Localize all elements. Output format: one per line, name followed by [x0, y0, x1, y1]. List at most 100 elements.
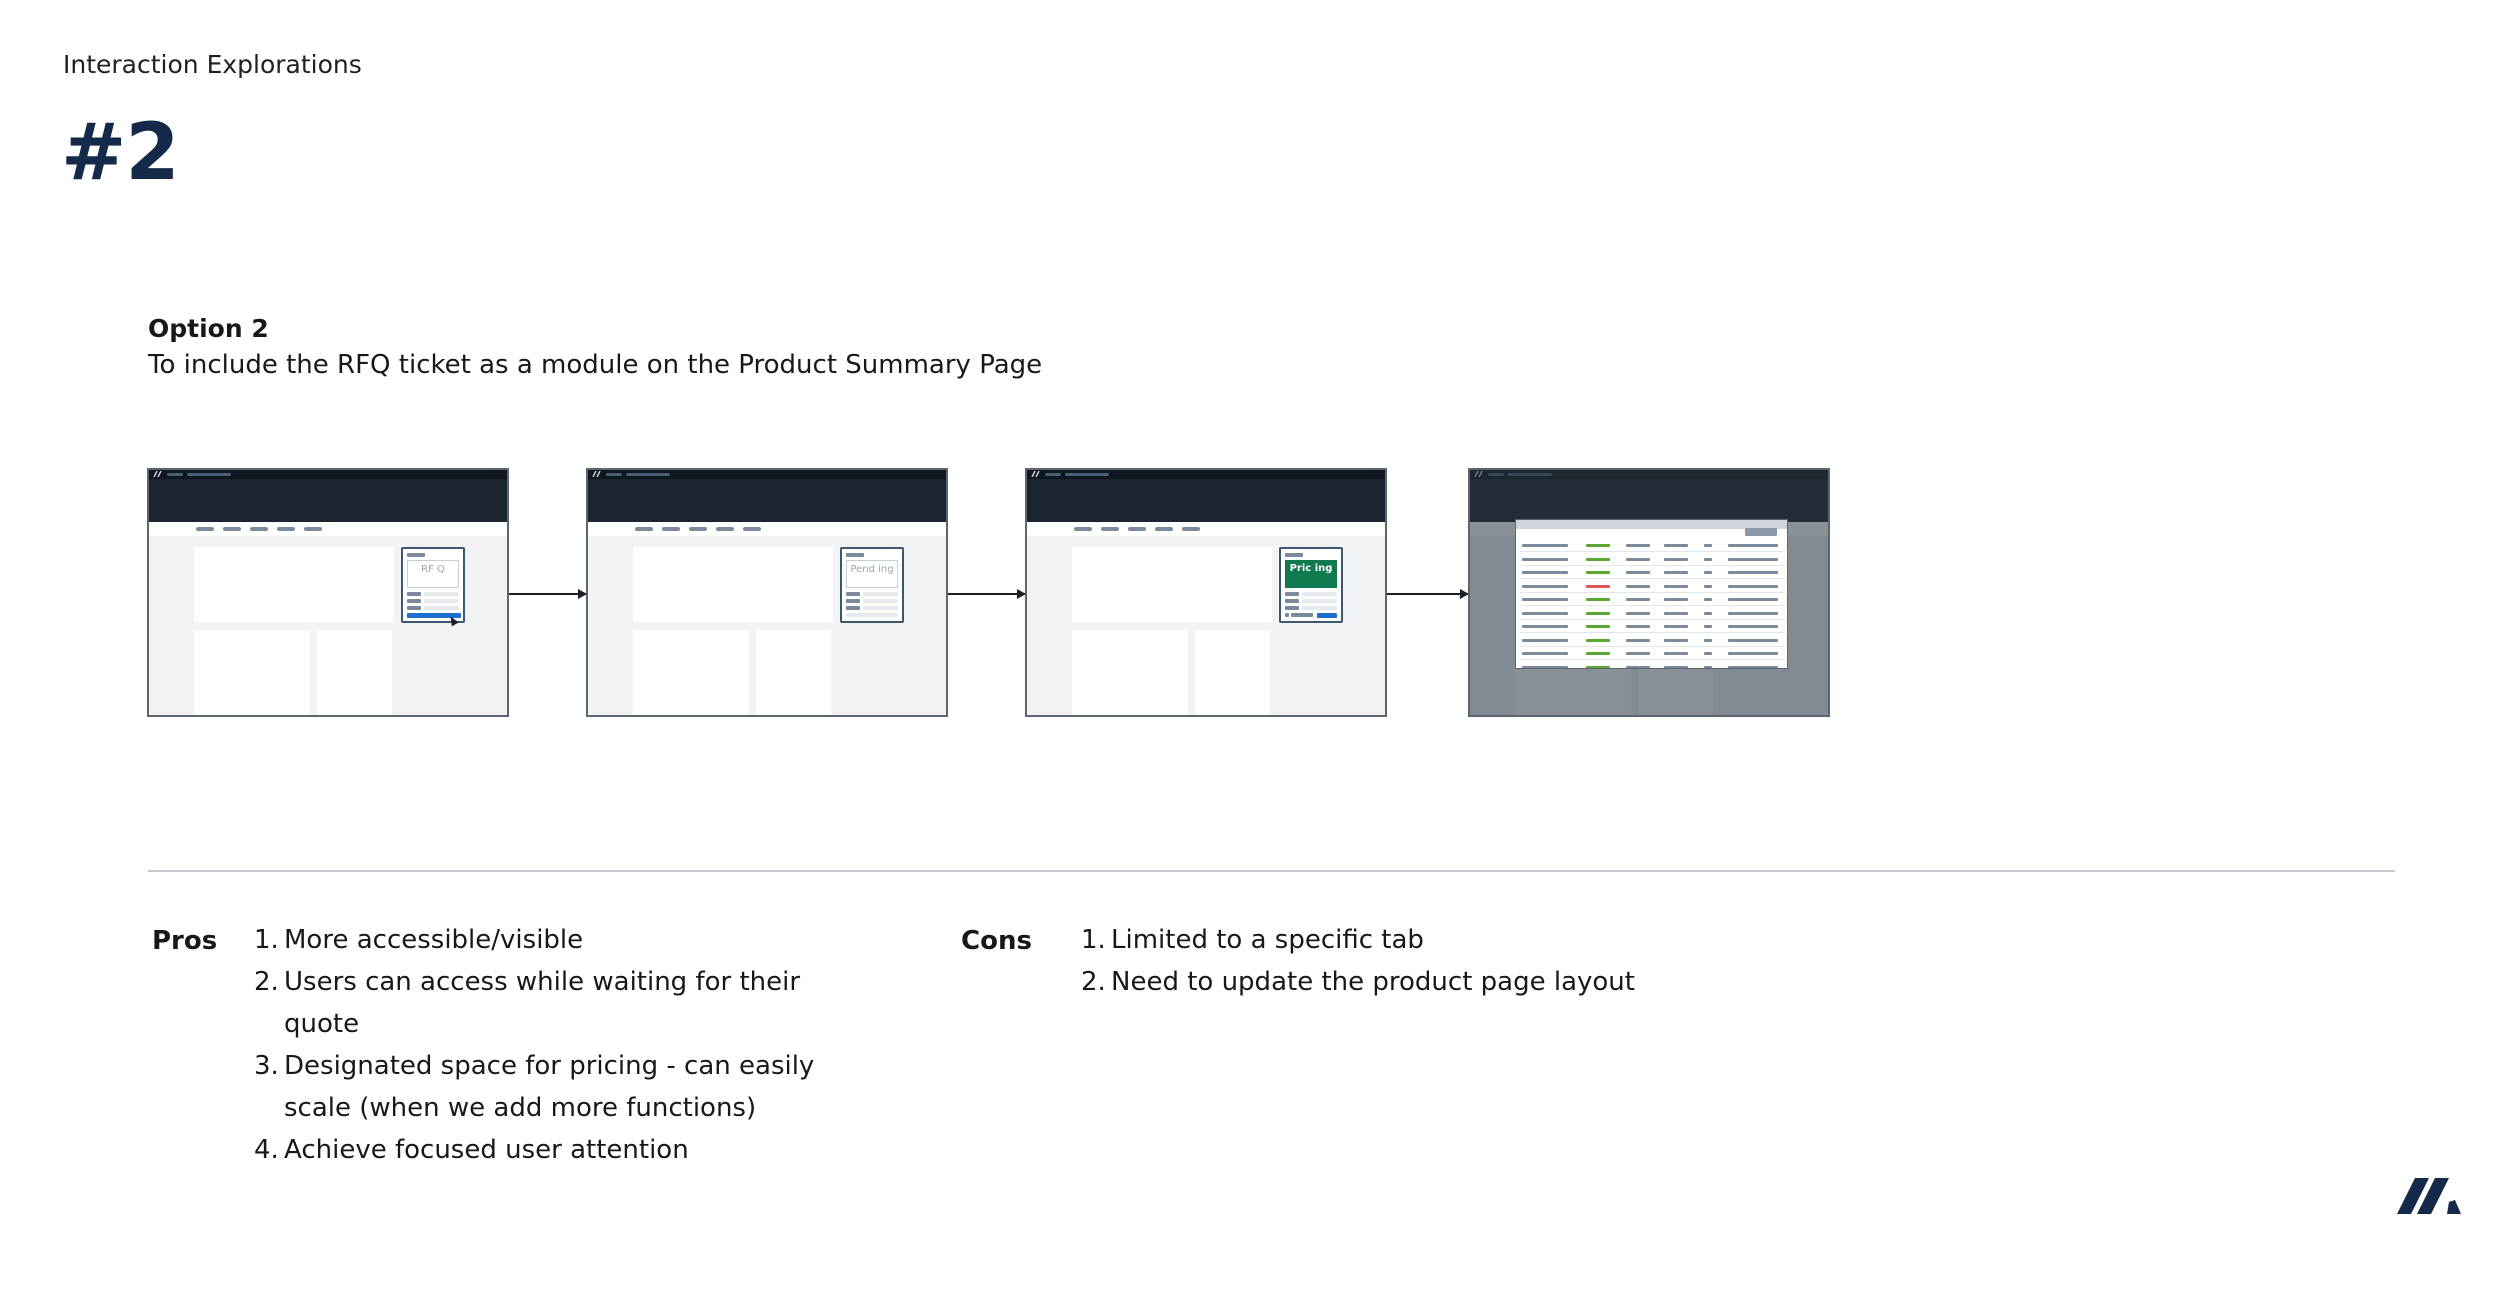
row-separator [1520, 645, 1785, 647]
arrow-head [1017, 589, 1026, 599]
list-item: 2.Need to update the product page layout [1081, 961, 1781, 1003]
table-cell [1704, 611, 1712, 615]
table-cell [1522, 544, 1568, 547]
table-cell [1626, 625, 1650, 628]
table-cell [1664, 571, 1688, 574]
cons-list: 1.Limited to a specific tab 2.Need to up… [1081, 919, 1781, 1003]
table-cell [1728, 665, 1778, 668]
table-cell [1704, 571, 1712, 574]
mock-header [588, 479, 946, 522]
table-cell [1704, 625, 1712, 628]
option-title: Option 2 [148, 314, 269, 343]
list-text: Limited to a specific tab [1111, 925, 1424, 955]
pending-module[interactable]: Pend ing [840, 547, 904, 623]
table-cell [1728, 625, 1778, 628]
table-cell [1664, 652, 1688, 655]
modal-action-button[interactable] [1745, 528, 1777, 536]
arrow-head [578, 589, 587, 599]
mock-nav [149, 522, 507, 536]
mock-header [1027, 479, 1385, 522]
mock-summary-card [194, 547, 394, 622]
accept-pricing-button[interactable] [1317, 613, 1337, 618]
list-text: Users can access while waiting for their… [284, 967, 801, 1039]
mock-topbar [149, 470, 507, 479]
table-cell [1522, 611, 1568, 615]
cons-heading: Cons [961, 926, 1032, 956]
table-cell [1586, 611, 1610, 615]
table-cell [1626, 638, 1650, 642]
arrow-right-icon [1387, 593, 1468, 595]
table-cell [1522, 557, 1568, 561]
table-cell [1522, 625, 1568, 628]
table-cell [1626, 598, 1650, 601]
table-cell [1728, 544, 1778, 547]
list-item: 3.Designated space for pricing - can eas… [254, 1045, 874, 1129]
list-number: 4. [254, 1135, 279, 1165]
pricing-module-text: Pric ing [1285, 560, 1337, 588]
list-item: 1.More accessible/visible [254, 919, 874, 961]
brand-slashes-icon [2397, 1178, 2461, 1214]
list-number: 1. [254, 925, 279, 955]
table-cell [1586, 625, 1610, 628]
mock-topbar [1027, 470, 1385, 479]
table-cell [1664, 625, 1688, 628]
table-cell [1664, 611, 1688, 615]
list-number: 3. [254, 1051, 279, 1081]
pricing-module[interactable]: Pric ing [1279, 547, 1343, 623]
table-cell [1664, 598, 1688, 601]
table-cell [1522, 665, 1568, 668]
list-number: 2. [1081, 967, 1106, 997]
mock-content-card [1195, 630, 1270, 715]
table-cell [1704, 584, 1712, 588]
table-cell [1586, 584, 1610, 588]
table-cell [1704, 652, 1712, 655]
mock-nav [588, 522, 946, 536]
arrow-right-icon [948, 593, 1025, 595]
table-cell [1586, 557, 1610, 561]
pending-module-text: Pend ing [846, 560, 898, 588]
submit-rfq-button[interactable] [407, 613, 461, 618]
mini-logo-icon [153, 471, 162, 477]
rfq-module[interactable]: RF Q [401, 547, 465, 623]
mini-logo-icon [1031, 471, 1040, 477]
mock-content-card [194, 630, 310, 715]
mock-summary-card [1072, 547, 1272, 622]
table-cell [1586, 598, 1610, 601]
row-separator [1520, 564, 1785, 566]
table-cell [1626, 665, 1650, 668]
table-cell [1626, 571, 1650, 574]
table-cell [1704, 557, 1712, 561]
list-number: 2. [254, 967, 279, 997]
flow-step-1-mockup: RF Q [147, 468, 509, 717]
table-cell [1626, 611, 1650, 615]
rfq-module-text: RF Q [407, 560, 459, 588]
table-cell [1664, 665, 1688, 668]
table-cell [1626, 584, 1650, 588]
list-text: Designated space for pricing - can easil… [284, 1051, 815, 1123]
table-cell [1626, 557, 1650, 561]
row-separator [1520, 632, 1785, 633]
table-cell [1704, 665, 1712, 668]
mock-nav [1027, 522, 1385, 536]
mock-content-card [633, 630, 749, 715]
table-cell [1664, 638, 1688, 642]
table-cell [1728, 638, 1778, 642]
mock-content-card [1072, 630, 1188, 715]
mock-topbar [588, 470, 946, 479]
table-cell [1626, 544, 1650, 547]
table-cell [1522, 571, 1568, 574]
table-cell [1664, 584, 1688, 588]
arrow-head [1460, 589, 1469, 599]
divider [148, 870, 2395, 872]
mock-summary-card [633, 547, 833, 622]
mock-content-card [756, 630, 831, 715]
table-cell [1728, 611, 1778, 615]
pros-heading: Pros [152, 926, 218, 956]
modal-header [1516, 520, 1787, 529]
option-description: To include the RFQ ticket as a module on… [148, 350, 1043, 380]
table-cell [1522, 638, 1568, 642]
row-separator [1520, 551, 1785, 552]
table-cell [1522, 584, 1568, 588]
table-cell [1704, 638, 1712, 642]
table-cell [1728, 571, 1778, 574]
